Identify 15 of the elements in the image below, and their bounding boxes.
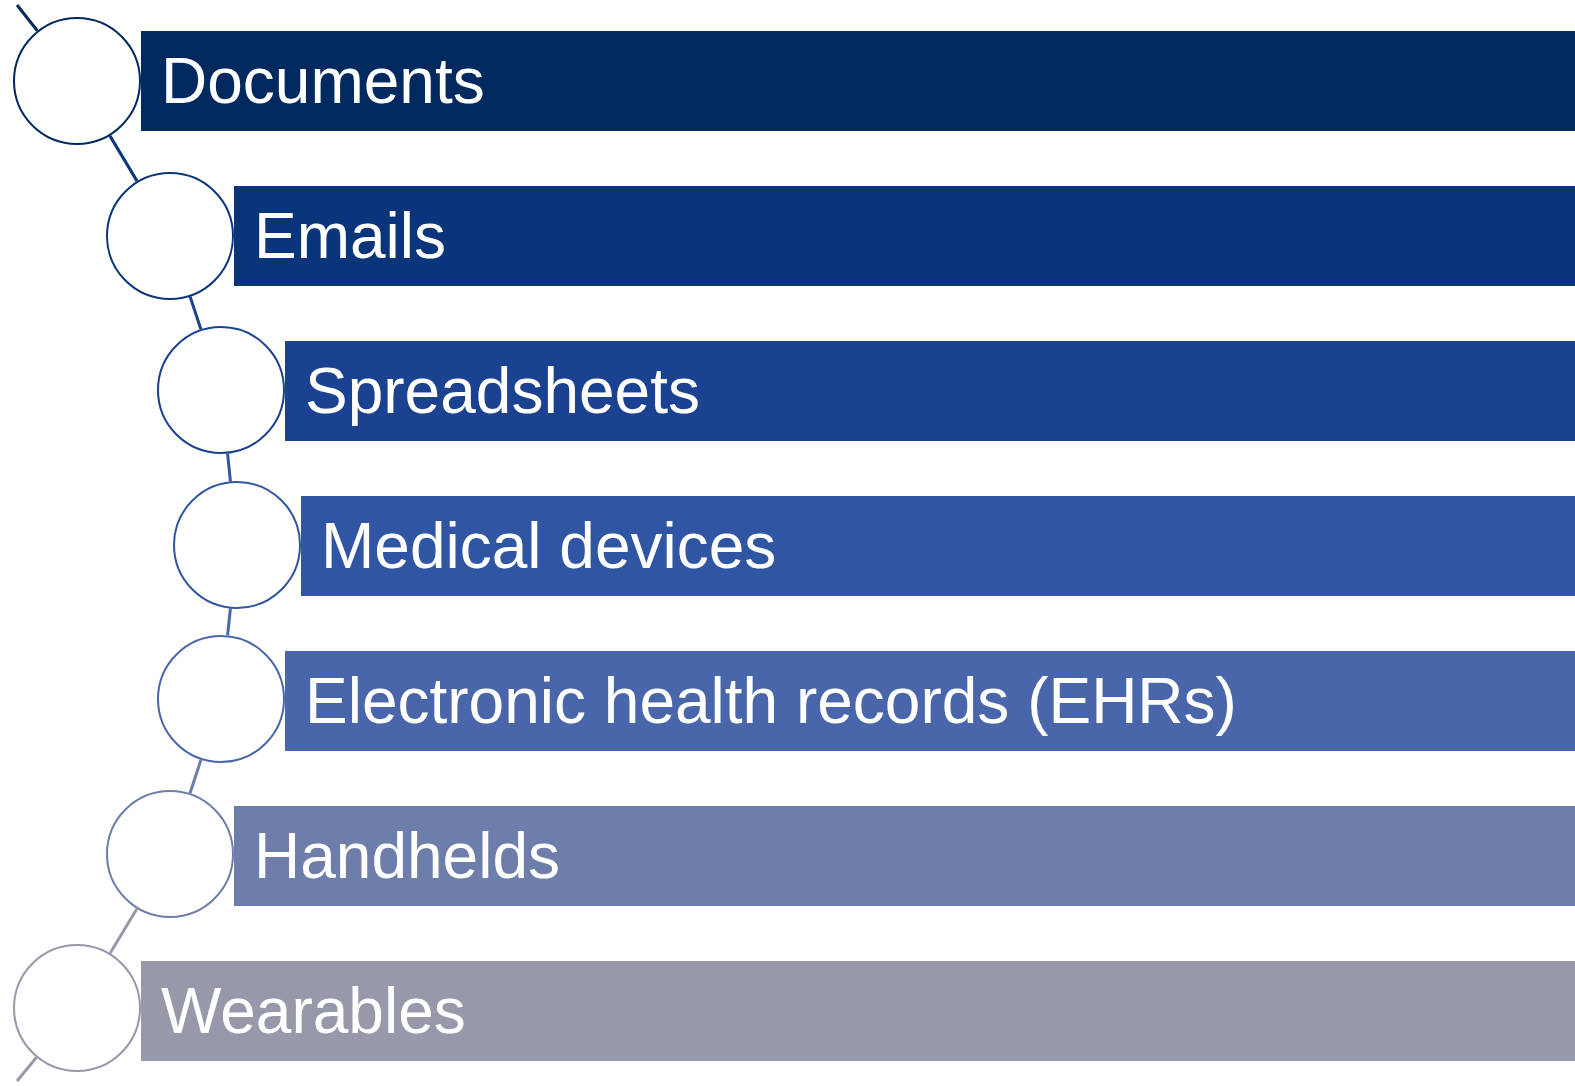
list-bar: Medical devices bbox=[301, 496, 1575, 596]
list-bar: Emails bbox=[234, 186, 1575, 286]
list-bar: Handhelds bbox=[234, 806, 1575, 906]
list-bar: Electronic health records (EHRs) bbox=[285, 651, 1575, 751]
connector-line bbox=[108, 135, 139, 182]
list-bar: Documents bbox=[141, 31, 1575, 131]
connector-line bbox=[108, 908, 139, 954]
connector-line bbox=[226, 608, 232, 636]
list-bar: Spreadsheets bbox=[285, 341, 1575, 441]
connector-line bbox=[15, 1056, 38, 1082]
connector-line bbox=[226, 453, 232, 482]
connector-line bbox=[188, 296, 203, 330]
connector-line bbox=[188, 759, 203, 794]
list-bar: Wearables bbox=[141, 961, 1575, 1061]
connector-line bbox=[15, 4, 39, 32]
